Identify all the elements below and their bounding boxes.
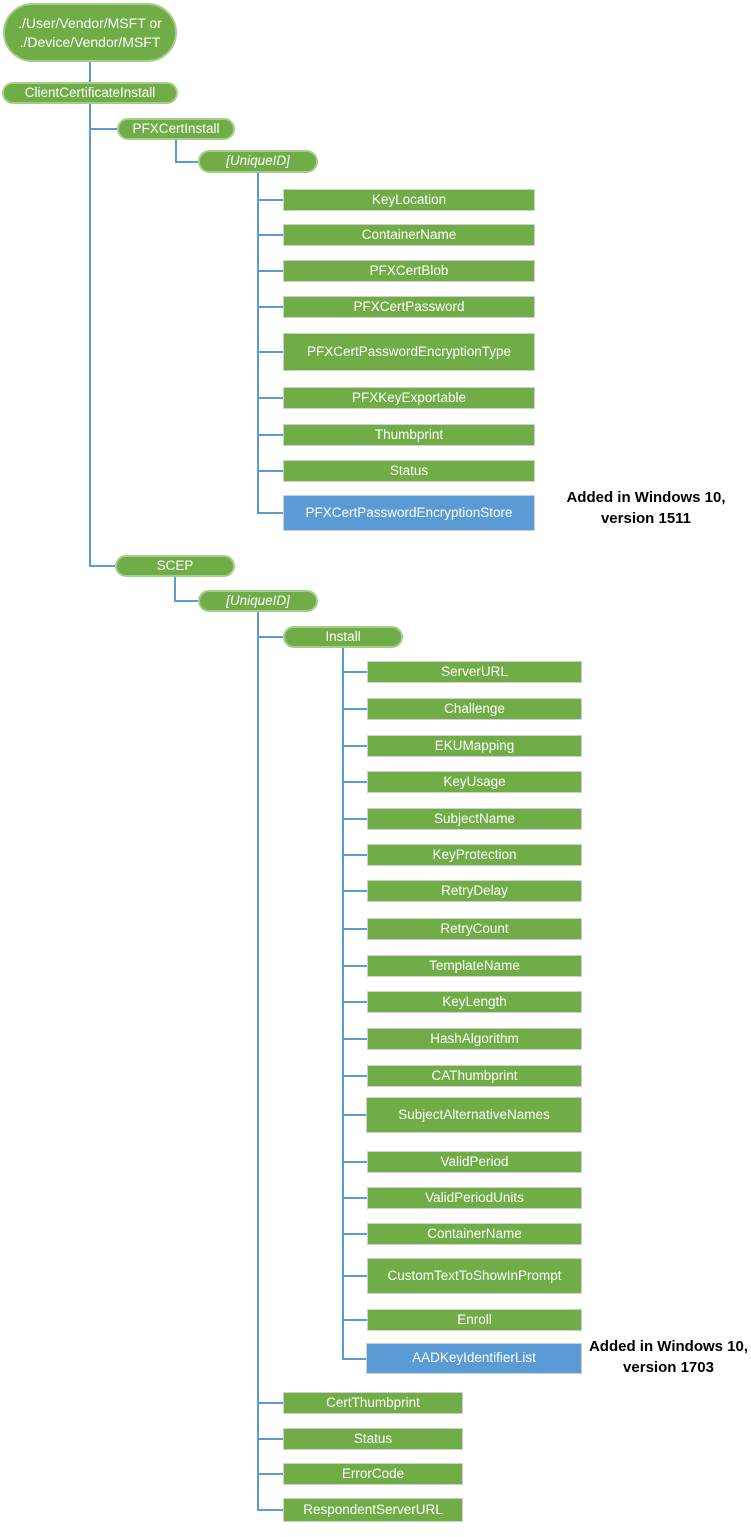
tree-connector-line xyxy=(257,397,283,399)
node-challenge: Challenge xyxy=(367,698,582,720)
node-server-url: ServerURL xyxy=(367,661,582,683)
annotation-windows10-1703: Added in Windows 10, version 1703 xyxy=(586,1336,751,1378)
tree-connector-line xyxy=(257,512,283,514)
node-key-usage: KeyUsage xyxy=(367,771,582,793)
tree-connector-line xyxy=(342,1319,367,1321)
tree-connector-line xyxy=(257,612,259,1511)
node-root: ./User/Vendor/MSFT or ./Device/Vendor/MSF… xyxy=(3,3,177,62)
tree-connector-line xyxy=(175,140,177,163)
tree-connector-line xyxy=(257,1402,283,1404)
tree-connector-line xyxy=(342,1001,367,1003)
node-pfx-cert-password-encryption-store: PFXCertPasswordEncryptionStore xyxy=(283,495,535,531)
tree-connector-line xyxy=(257,1438,283,1440)
tree-connector-line xyxy=(257,270,283,272)
tree-connector-line xyxy=(342,854,367,856)
tree-connector-line xyxy=(342,781,367,783)
node-label-line: ./User/Vendor/MSFT or xyxy=(18,14,162,31)
annotation-line: version 1703 xyxy=(623,1359,714,1376)
tree-connector-line xyxy=(342,928,367,930)
tree-connector-line xyxy=(174,577,176,602)
tree-connector-line xyxy=(342,648,344,1360)
node-cert-thumbprint: CertThumbprint xyxy=(283,1392,463,1414)
node-install: Install xyxy=(283,626,403,648)
tree-connector-line xyxy=(89,104,91,567)
node-enroll: Enroll xyxy=(367,1309,582,1331)
node-pfx-cert-install: PFXCertInstall xyxy=(117,118,235,140)
node-pfx-unique-id: [UniqueID] xyxy=(198,150,318,173)
tree-connector-line xyxy=(257,1473,283,1475)
node-eku-mapping: EKUMapping xyxy=(367,735,582,757)
tree-connector-line xyxy=(257,351,283,353)
tree-connector-line xyxy=(342,1114,366,1116)
node-pfx-cert-password: PFXCertPassword xyxy=(283,296,535,318)
node-custom-text-to-show-in-prompt: CustomTextToShowInPrompt xyxy=(367,1258,582,1294)
node-aad-key-identifier-list: AADKeyIdentifierList xyxy=(366,1343,582,1374)
tree-connector-line xyxy=(342,1233,367,1235)
tree-connector-line xyxy=(342,745,367,747)
annotation-line: version 1511 xyxy=(600,510,692,527)
node-valid-period: ValidPeriod xyxy=(367,1151,582,1173)
tree-connector-line xyxy=(89,128,117,130)
node-status-scep: Status xyxy=(283,1428,463,1450)
tree-connector-line xyxy=(257,173,259,514)
annotation-line: Added in Windows 10, xyxy=(588,1338,749,1355)
node-valid-period-units: ValidPeriodUnits xyxy=(367,1187,582,1209)
node-subject-name: SubjectName xyxy=(367,808,582,830)
node-retry-delay: RetryDelay xyxy=(367,880,582,902)
tree-connector-line xyxy=(342,671,367,673)
tree-connector-line xyxy=(342,890,367,892)
tree-connector-line xyxy=(342,1275,367,1277)
node-status-pfx: Status xyxy=(283,460,535,482)
node-key-protection: KeyProtection xyxy=(367,844,582,866)
node-error-code: ErrorCode xyxy=(283,1463,463,1485)
node-subject-alternative-names: SubjectAlternativeNames xyxy=(366,1097,582,1133)
tree-connector-line xyxy=(342,708,367,710)
tree-connector-line xyxy=(342,1358,366,1360)
tree-connector-line xyxy=(342,1075,367,1077)
tree-connector-line xyxy=(257,234,283,236)
tree-connector-line xyxy=(257,470,283,472)
tree-connector-line xyxy=(342,1038,367,1040)
node-hash-algorithm: HashAlgorithm xyxy=(367,1028,582,1050)
node-pfx-cert-blob: PFXCertBlob xyxy=(283,260,535,282)
tree-connector-line xyxy=(89,62,91,82)
tree-connector-line xyxy=(342,1197,367,1199)
tree-connector-line xyxy=(257,199,283,201)
tree-connector-line xyxy=(174,600,198,602)
node-scep-unique-id: [UniqueID] xyxy=(198,590,318,612)
node-pfx-key-exportable: PFXKeyExportable xyxy=(283,387,535,409)
node-key-length: KeyLength xyxy=(367,991,582,1013)
tree-connector-line xyxy=(257,1509,283,1511)
annotation-windows10-1511: Added in Windows 10, version 1511 xyxy=(540,487,751,529)
node-template-name: TemplateName xyxy=(367,955,582,977)
node-key-location: KeyLocation xyxy=(283,189,535,211)
tree-connector-line xyxy=(342,1161,367,1163)
tree-connector-line xyxy=(342,965,367,967)
node-container-name-pfx: ContainerName xyxy=(283,224,535,246)
tree-connector-line xyxy=(89,565,115,567)
tree-connector-line xyxy=(257,306,283,308)
node-client-certificate-install: ClientCertificateInstall xyxy=(2,82,178,104)
node-thumbprint: Thumbprint xyxy=(283,424,535,446)
tree-connector-line xyxy=(257,434,283,436)
node-pfx-cert-password-encryption-type: PFXCertPasswordEncryptionType xyxy=(283,333,535,371)
node-label-line: ./Device/Vendor/MSFT xyxy=(19,33,161,50)
node-respondent-server-url: RespondentServerURL xyxy=(283,1498,463,1522)
node-ca-thumbprint: CAThumbprint xyxy=(367,1065,582,1087)
node-container-name-scep: ContainerName xyxy=(367,1223,582,1245)
annotation-line: Added in Windows 10, xyxy=(566,489,726,506)
tree-connector-line xyxy=(257,636,283,638)
tree-connector-line xyxy=(175,161,198,163)
node-scep: SCEP xyxy=(115,555,235,577)
node-retry-count: RetryCount xyxy=(367,918,582,940)
tree-connector-line xyxy=(342,818,367,820)
